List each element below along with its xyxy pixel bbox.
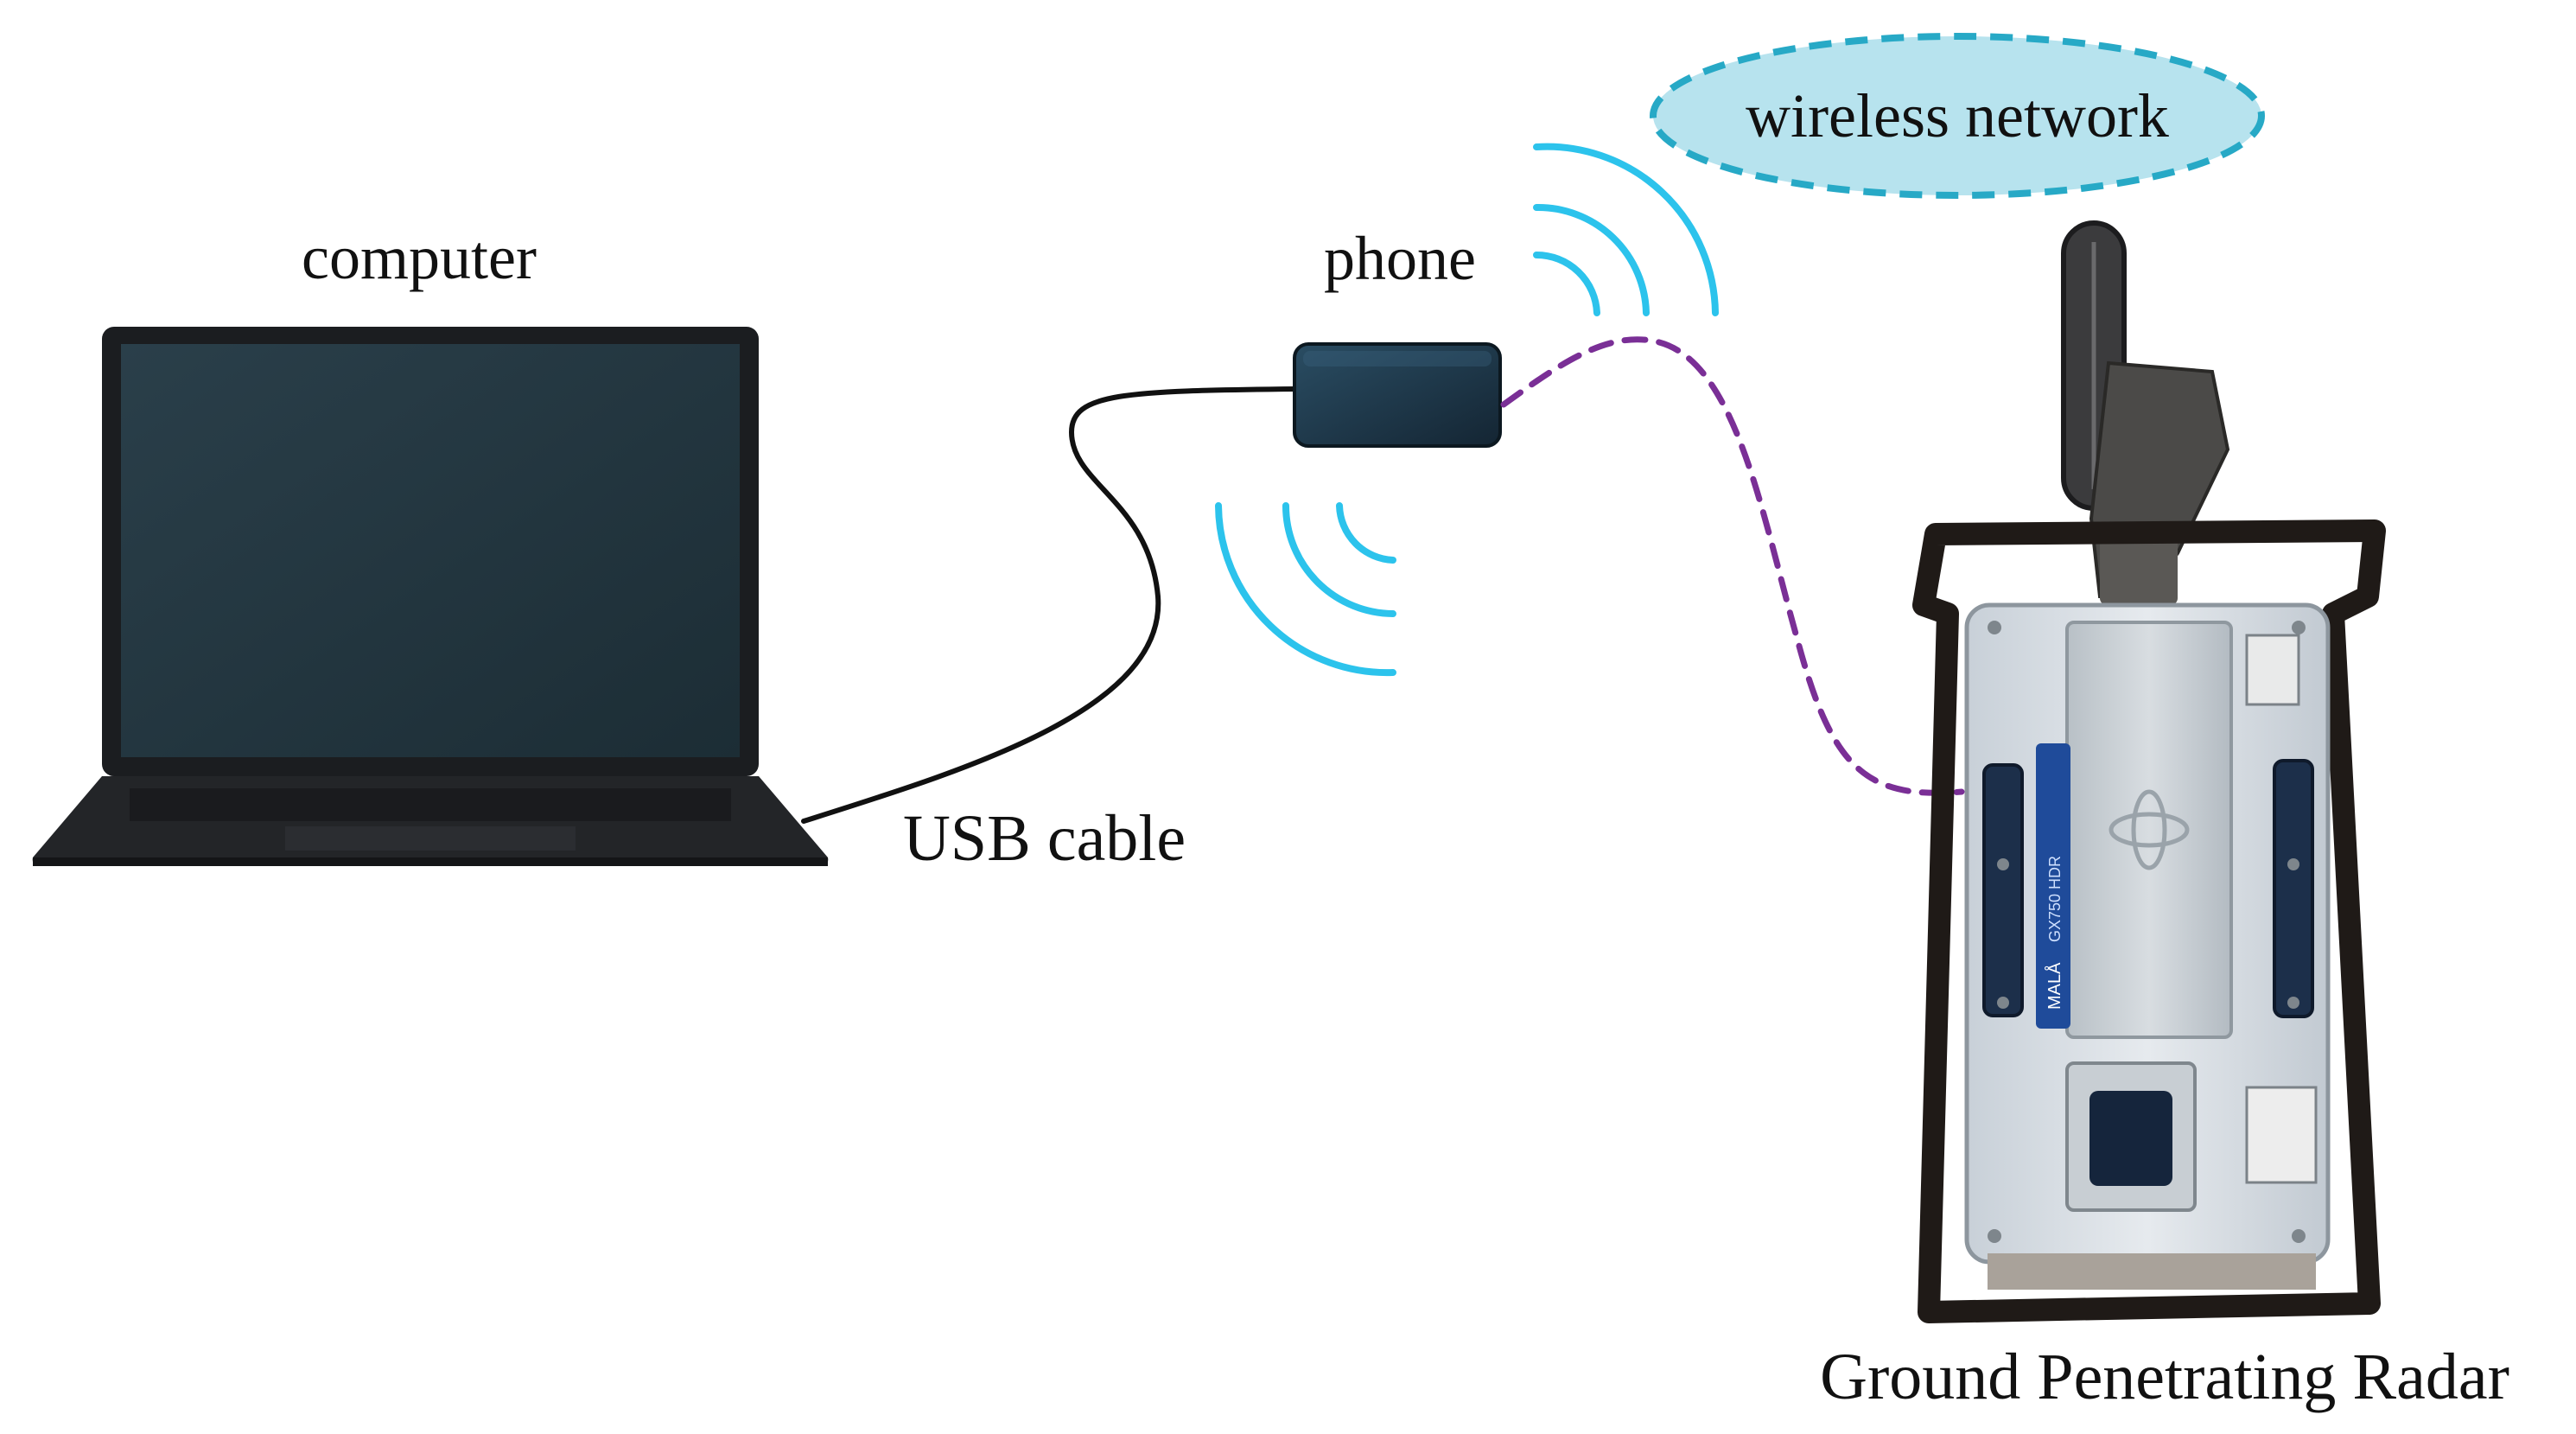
wave-upper-3 <box>1533 143 1719 316</box>
radar-model-strip <box>2036 743 2070 1029</box>
screw <box>1988 621 2001 634</box>
wireless-link-dashed <box>1500 336 1965 796</box>
radar-handle-right <box>2273 759 2314 1018</box>
radar-screws <box>1988 621 2306 1243</box>
phone <box>1293 342 1502 448</box>
usb-cable-label: USB cable <box>903 802 1186 875</box>
laptop-keyboard <box>130 788 731 821</box>
radar-connector <box>2089 1091 2172 1186</box>
ground-penetrating-radar: MALÅ GX750 HDR <box>1912 220 2386 1323</box>
wireless-network-label: wireless network <box>1746 81 2169 150</box>
radar-lid <box>2065 621 2233 1039</box>
computer-label: computer <box>302 223 537 292</box>
radar-frame <box>1912 519 2386 1323</box>
laptop-front-edge <box>33 857 828 866</box>
signal-waves-lower <box>1215 502 1396 677</box>
screw <box>2287 997 2299 1009</box>
screw <box>1988 1229 2001 1243</box>
wireless-network-bubble <box>1650 33 2265 199</box>
laptop-trackpad <box>285 826 576 851</box>
wave-upper-1 <box>1533 251 1600 316</box>
radar-handle-left <box>1982 763 2024 1017</box>
screw <box>2292 621 2306 634</box>
usb-cable <box>801 386 1299 824</box>
phone-body <box>1293 342 1502 448</box>
radar-brand-text: MALÅ <box>2045 962 2064 1010</box>
screw <box>2287 858 2299 870</box>
wave-lower-3 <box>1215 502 1396 677</box>
phone-glare <box>1303 351 1492 366</box>
signal-waves-upper <box>1533 143 1719 316</box>
radar-sticker-top <box>2245 634 2300 706</box>
radar-hitch <box>2100 536 2178 605</box>
gpr-label: Ground Penetrating Radar <box>1820 1341 2509 1413</box>
laptop-screen <box>121 344 740 757</box>
radar-bottom-plate <box>1988 1253 2316 1290</box>
laptop <box>32 327 829 866</box>
radar-logo-icon <box>2109 789 2190 870</box>
screw <box>2292 1229 2306 1243</box>
wave-lower-1 <box>1336 502 1396 564</box>
radar-sticker-bottom <box>2245 1086 2318 1184</box>
screw <box>1997 858 2009 870</box>
wave-lower-2 <box>1282 502 1396 617</box>
screw <box>1997 997 2009 1009</box>
radar-model-text: GX750 HDR <box>2046 856 2064 942</box>
phone-label: phone <box>1324 224 1476 293</box>
wave-upper-2 <box>1533 203 1650 316</box>
